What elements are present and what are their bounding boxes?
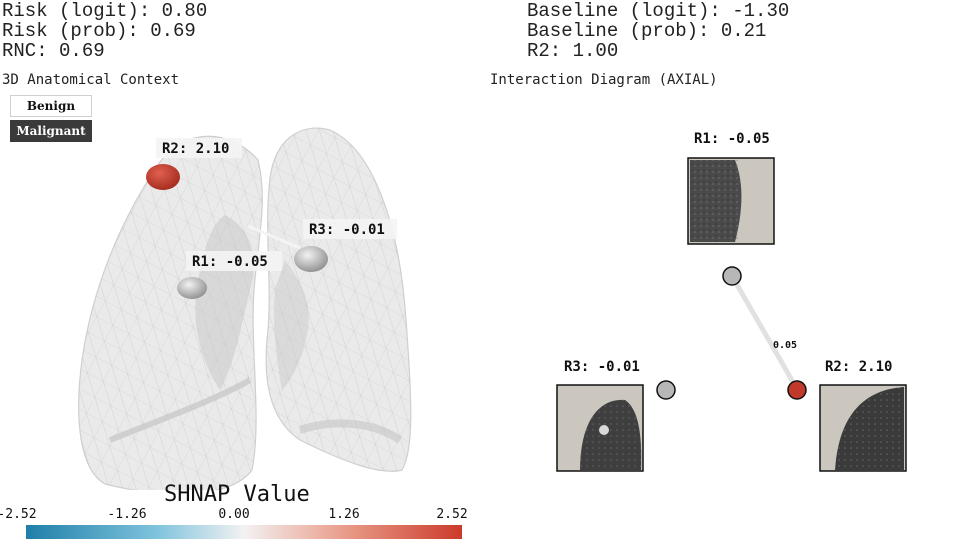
- baseline-prob-text: Baseline (prob): 0.21: [527, 20, 767, 42]
- trachea-line: [247, 224, 301, 250]
- interaction-edge-r1-r2[interactable]: [729, 274, 800, 391]
- interaction-label-r1: R1: -0.05: [694, 131, 770, 147]
- nodule-label-r2: R2: 2.10: [162, 141, 229, 157]
- interaction-label-r2: R2: 2.10: [825, 359, 892, 375]
- ct-thumbnail-r1[interactable]: [687, 157, 775, 245]
- interaction-node-r1[interactable]: [722, 266, 742, 286]
- lung-3d-view[interactable]: R2: 2.10 R3: -0.01 R1: -0.05: [60, 110, 460, 490]
- benign-legend-button[interactable]: Benign: [10, 95, 92, 117]
- colorbar-gradient: [26, 525, 462, 539]
- interaction-diagram[interactable]: R1: -0.05 R3: -0.01 R2: 2.10 0.05: [540, 120, 940, 480]
- malignant-legend-button[interactable]: Malignant: [10, 120, 92, 142]
- interaction-label-r3: R3: -0.01: [564, 359, 640, 375]
- colorbar-title: SHNAP Value: [164, 482, 310, 507]
- nodule-r3[interactable]: [294, 246, 328, 272]
- interaction-node-r3[interactable]: [656, 380, 676, 400]
- baseline-logit-text: Baseline (logit): -1.30: [527, 0, 790, 22]
- nodule-r1[interactable]: [177, 277, 207, 299]
- colorbar-tick-high: 1.26: [328, 507, 360, 522]
- colorbar-tick-min: -2.52: [0, 507, 37, 522]
- left-lung: [265, 127, 412, 472]
- ct-thumbnail-r2[interactable]: [819, 384, 907, 472]
- colorbar-tick-low: -1.26: [107, 507, 147, 522]
- airway-shading-left: [273, 260, 309, 390]
- ct-thumbnail-r3[interactable]: [556, 384, 644, 472]
- risk-prob-text: Risk (prob): 0.69: [2, 20, 196, 42]
- rnc-text: RNC: 0.69: [2, 40, 105, 62]
- interaction-diagram-title: Interaction Diagram (AXIAL): [490, 72, 718, 88]
- nodule-label-r3: R3: -0.01: [309, 222, 385, 238]
- nodule-label-r1: R1: -0.05: [192, 254, 268, 270]
- risk-logit-text: Risk (logit): 0.80: [2, 0, 208, 22]
- nodule-r2[interactable]: [146, 164, 180, 190]
- interaction-node-r2[interactable]: [787, 380, 807, 400]
- label-bg-r1: [186, 251, 282, 271]
- colorbar-tick-mid: 0.00: [218, 507, 250, 522]
- interaction-edge-label: 0.05: [773, 340, 797, 351]
- label-bg-r3: [303, 219, 397, 239]
- label-bg-r2: [156, 138, 242, 158]
- colorbar-tick-max: 2.52: [436, 507, 468, 522]
- r2-score-text: R2: 1.00: [527, 40, 619, 62]
- anatomical-context-title: 3D Anatomical Context: [2, 72, 180, 88]
